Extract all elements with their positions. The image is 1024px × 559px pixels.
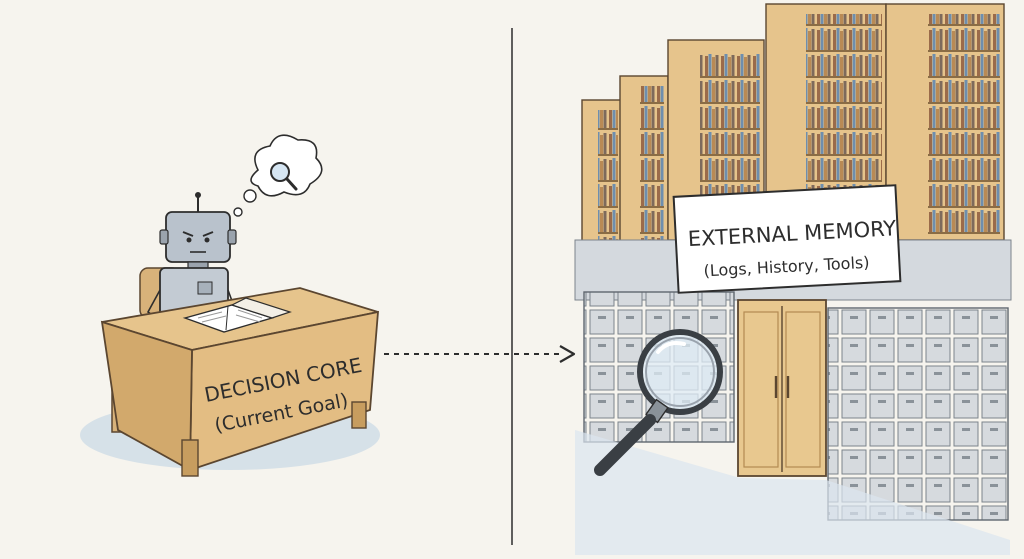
double-door xyxy=(737,299,827,477)
robot-at-desk-illustration: DECISION CORE (Current Goal) xyxy=(80,134,380,477)
external-memory-sign: EXTERNAL MEMORY (Logs, History, Tools) xyxy=(672,184,902,294)
open-book xyxy=(182,297,292,333)
magnifying-glass-icon xyxy=(594,329,723,476)
dashed-arrow-connector xyxy=(384,345,576,363)
filing-cabinets-right xyxy=(827,307,1009,521)
library-illustration: EXTERNAL MEMORY (Logs, History, Tools) xyxy=(574,3,1012,555)
desk xyxy=(100,287,379,477)
thought-bubble xyxy=(233,134,323,217)
floor-wash xyxy=(575,430,1010,555)
magnifier-icon xyxy=(270,162,298,191)
